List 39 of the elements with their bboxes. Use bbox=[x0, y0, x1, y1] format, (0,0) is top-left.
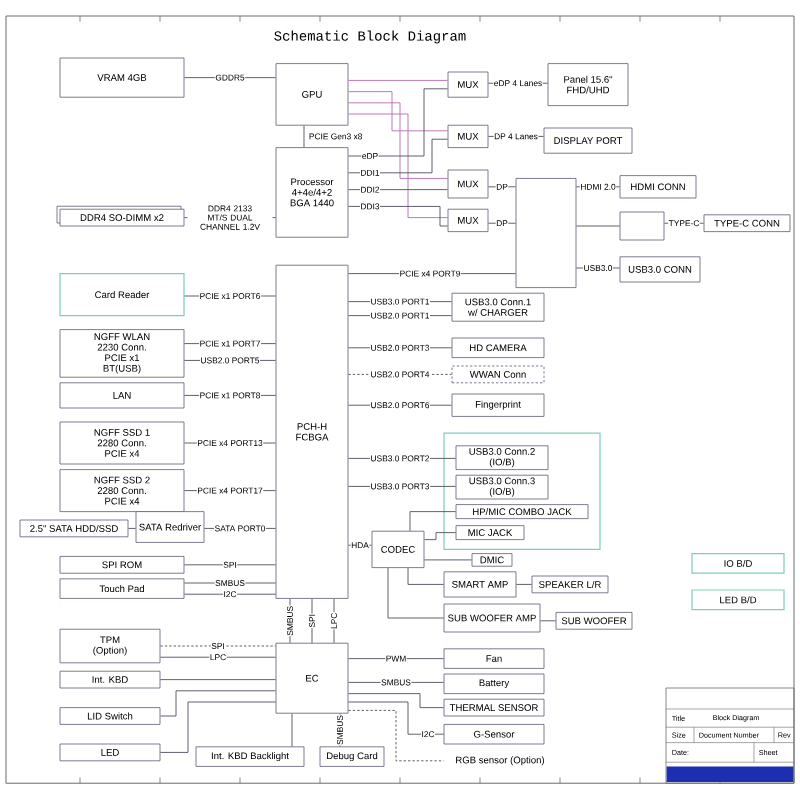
signal-line bbox=[303, 125, 305, 148]
signal-line bbox=[387, 567, 445, 619]
signal-line bbox=[347, 205, 449, 227]
signal-line bbox=[159, 679, 277, 681]
signal-line bbox=[347, 693, 445, 709]
signal-line bbox=[333, 598, 335, 644]
signal-line bbox=[347, 113, 449, 219]
block-box bbox=[515, 178, 577, 288]
signal-line bbox=[291, 713, 293, 747]
signal-line bbox=[347, 79, 449, 81]
signal-line bbox=[311, 598, 313, 644]
signal-line bbox=[539, 620, 557, 622]
signal-line bbox=[407, 567, 445, 585]
signal-line bbox=[347, 189, 449, 191]
signal-line bbox=[487, 222, 517, 224]
signal-line bbox=[159, 656, 277, 658]
signal-line bbox=[347, 701, 445, 735]
block-box bbox=[619, 211, 665, 241]
signal-line bbox=[159, 690, 277, 717]
signal-line bbox=[347, 658, 445, 660]
signal-line bbox=[183, 582, 277, 584]
signal-line bbox=[347, 88, 449, 157]
signal-line bbox=[347, 91, 449, 132]
signal-line bbox=[347, 102, 449, 179]
signal-line bbox=[575, 225, 621, 227]
signal-line bbox=[409, 511, 457, 532]
signal-line bbox=[423, 532, 457, 541]
signal-line bbox=[423, 559, 473, 561]
signal-line bbox=[515, 583, 533, 585]
signal-line bbox=[183, 593, 277, 595]
signal-line bbox=[183, 564, 277, 566]
signal-line bbox=[183, 77, 277, 79]
signal-line bbox=[159, 645, 277, 647]
signal-line bbox=[487, 186, 517, 188]
signal-line bbox=[159, 701, 277, 753]
board-outline bbox=[443, 432, 601, 550]
signal-line bbox=[127, 527, 137, 529]
signal-line bbox=[347, 138, 449, 174]
signal-line bbox=[347, 709, 445, 762]
